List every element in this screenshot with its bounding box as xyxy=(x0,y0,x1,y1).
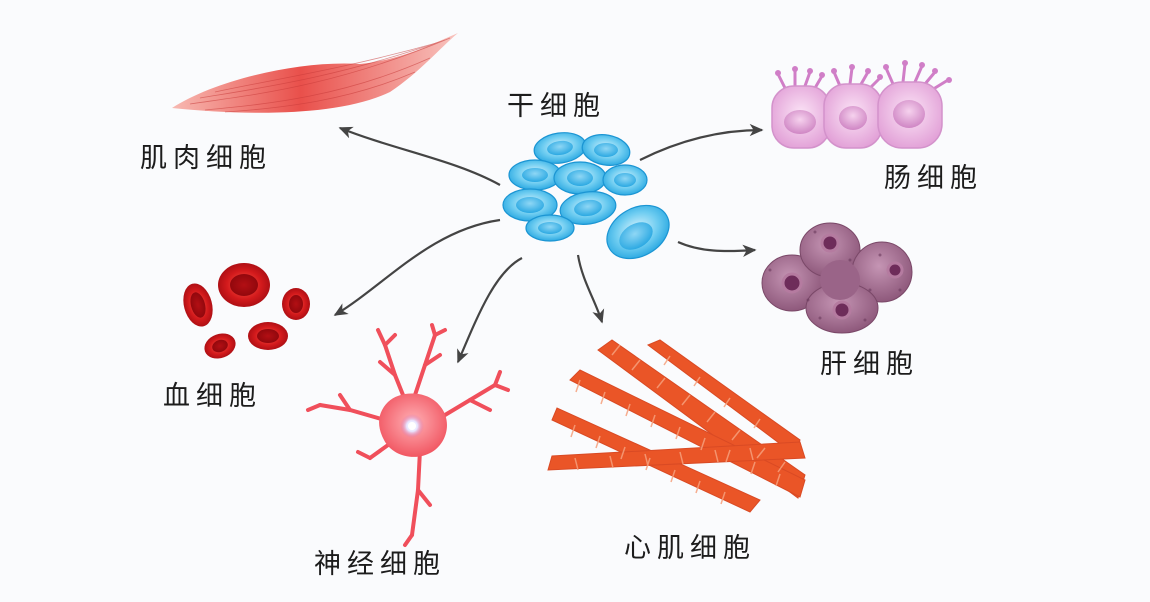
liver-cell-illustration xyxy=(761,222,913,334)
blood-cell-illustration xyxy=(183,263,310,359)
nerve-cell-illustration xyxy=(306,323,510,547)
cardiac-cell-illustration xyxy=(547,339,806,513)
stem-cell-label: 干细胞 xyxy=(507,91,606,122)
arrows xyxy=(333,123,764,364)
arrow-to-cardiac xyxy=(576,254,605,324)
blood-cell-label: 血细胞 xyxy=(163,381,262,412)
muscle-cell-illustration xyxy=(172,33,458,113)
stem-cell-cluster xyxy=(502,132,670,260)
intestine-cell-label: 肠细胞 xyxy=(884,163,983,194)
intestine-cell-illustration xyxy=(771,60,952,149)
muscle-cell-label: 肌肉细胞 xyxy=(140,143,272,174)
arrow-to-blood xyxy=(333,218,501,316)
arrow-to-liver xyxy=(677,240,757,257)
cardiac-cell-label: 心肌细胞 xyxy=(624,533,756,564)
arrow-to-muscle xyxy=(338,126,501,186)
nerve-cell-label: 神经细胞 xyxy=(314,549,446,580)
arrow-to-intestine xyxy=(639,123,764,161)
liver-cell-label: 肝细胞 xyxy=(820,349,919,380)
arrow-to-nerve xyxy=(456,257,523,364)
